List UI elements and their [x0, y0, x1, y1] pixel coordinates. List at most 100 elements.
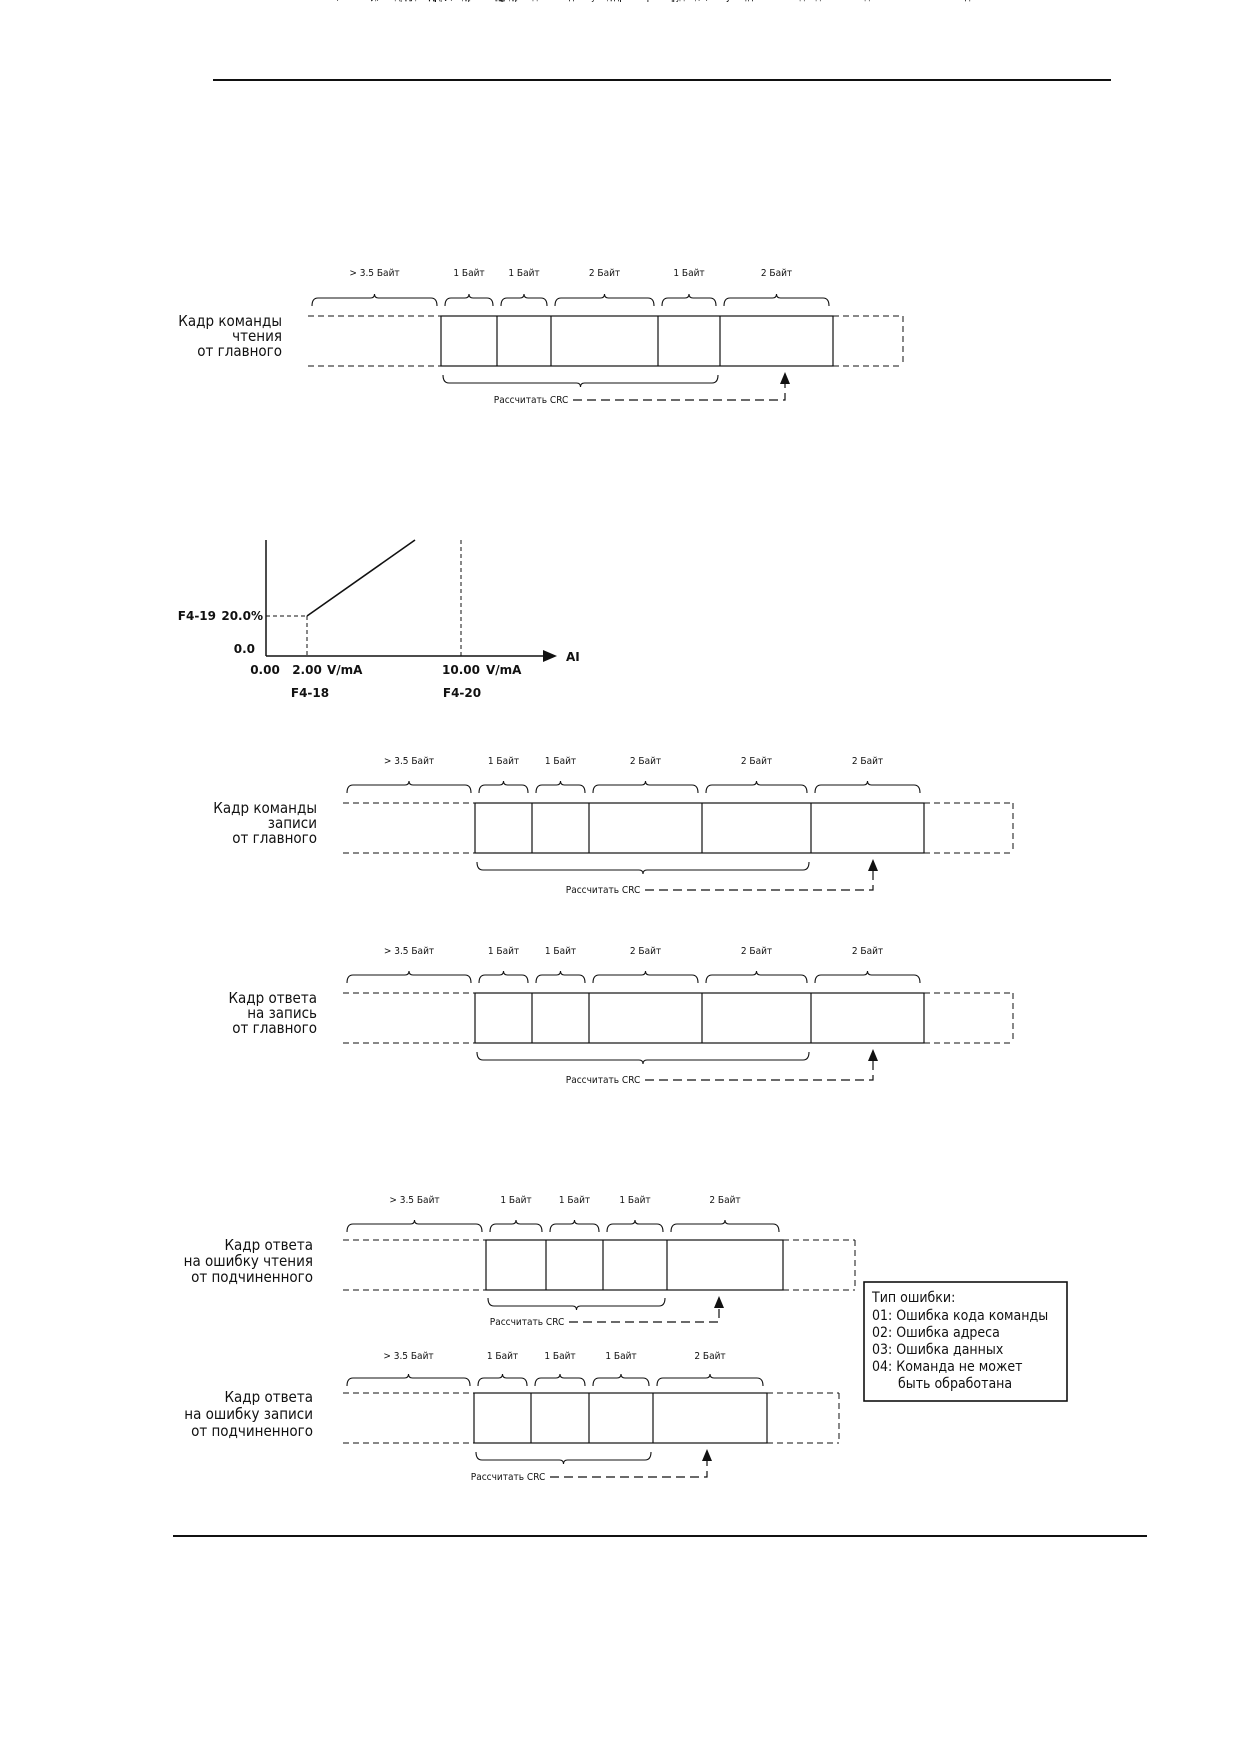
byte-count-label: 1 Байт — [673, 268, 704, 279]
10: подчи- — [489, 0, 518, 3]
frame-label-line: записи — [268, 814, 317, 832]
11: (заголовок кадра) — [370, 0, 448, 3]
byte-brace — [656, 1373, 764, 1387]
calc-crc-arrow — [569, 1304, 720, 1323]
10: 0x86 — [545, 0, 575, 3]
10: подчи- — [488, 0, 517, 3]
calc-crc-label: Рассчитать CRC — [566, 885, 640, 896]
10: Команда — [542, 0, 580, 3]
10: CRC и — [855, 0, 879, 3]
frame-label-line: на ошибку чтения — [184, 1252, 313, 1270]
10: Адрес — [491, 0, 517, 3]
frame-label-line: от подчиненного — [191, 1422, 313, 1440]
10: Адрес — [490, 0, 516, 3]
10: 0x06 — [550, 0, 570, 3]
byte-count-label: 1 Байт — [453, 268, 484, 279]
byte-brace — [592, 970, 699, 984]
10: CRC и — [855, 0, 879, 3]
10: 0x06 — [550, 0, 570, 3]
crc-range-brace — [476, 861, 810, 875]
frame-label-line: на ошибку записи — [184, 1405, 313, 1423]
error-type-item: 03: Ошибка данных — [872, 1342, 1004, 1358]
frame-label-line: Кадр ответа — [228, 989, 317, 1007]
byte-count-label: 1 Байт — [488, 946, 519, 957]
11: Ожидание — [386, 0, 431, 3]
byte-brace — [535, 780, 586, 794]
byte-brace — [606, 1219, 664, 1233]
graph-unit-2: V/mA — [486, 663, 522, 677]
byte-count-label: 2 Байт — [761, 268, 792, 279]
byte-count-label: 1 Байт — [487, 1351, 518, 1362]
10: ненного — [498, 0, 533, 3]
crc-range-brace — [487, 1297, 666, 1311]
frame-data-block — [474, 992, 925, 1044]
byte-count-label: 1 Байт — [544, 1351, 575, 1362]
graph-y-param: F4-19 — [178, 609, 216, 623]
10: CRC и — [698, 0, 722, 3]
byte-count-label: 2 Байт — [852, 946, 883, 957]
byte-count-label: 1 Байт — [488, 756, 519, 767]
byte-brace — [670, 1219, 780, 1233]
11: Ожидание — [845, 0, 890, 3]
11: Ожидание — [946, 0, 991, 3]
10: Адрес — [456, 0, 482, 3]
error-type-box — [863, 1281, 1068, 1402]
graph-y-value: 20.0% — [221, 609, 263, 623]
crc-range-brace — [476, 1051, 810, 1065]
graph-y-zero: 0.0 — [234, 642, 255, 656]
10: Тип — [626, 0, 643, 3]
byte-brace — [346, 1373, 471, 1387]
10: код H---L — [738, 0, 776, 3]
error-type-item: быть обработана — [898, 1376, 1012, 1392]
calc-crc-arrow — [645, 1057, 874, 1081]
byte-count-label: 1 Байт — [619, 1195, 650, 1206]
11: Ожидание — [386, 0, 431, 3]
byte-count-label: 2 Байт — [709, 1195, 740, 1206]
byte-count-label: 2 Байт — [741, 946, 772, 957]
10: Адрес параметра — [608, 0, 683, 3]
calc-crc-arrowhead — [868, 859, 878, 871]
10: Кол-во — [675, 0, 704, 3]
frame-data-block — [473, 1392, 768, 1444]
frame-label-line: Кадр ответа — [224, 1236, 313, 1254]
byte-count-label: > 3.5 Байт — [389, 1195, 439, 1206]
10: Адрес параметра — [608, 0, 683, 3]
frame-data-block — [440, 315, 834, 367]
10: Адрес — [503, 0, 529, 3]
bottom-rule — [173, 1535, 1147, 1537]
byte-brace — [500, 293, 548, 307]
byte-count-label: > 3.5 Байт — [384, 756, 434, 767]
10: Команда — [542, 0, 580, 3]
byte-brace — [346, 1219, 483, 1233]
10: Функциональный — [719, 0, 794, 3]
byte-count-label: > 3.5 Байт — [383, 1351, 433, 1362]
11: Ожидание — [392, 0, 437, 3]
byte-brace — [346, 780, 472, 794]
byte-brace — [346, 970, 472, 984]
10: H---L — [636, 0, 656, 3]
byte-count-label: 1 Байт — [559, 1195, 590, 1206]
byte-brace — [705, 780, 808, 794]
calc-crc-arrowhead — [702, 1449, 712, 1461]
crc-range-brace — [442, 374, 719, 388]
calc-crc-arrowhead — [714, 1296, 724, 1308]
byte-brace — [444, 293, 494, 307]
10: Адрес — [491, 0, 517, 3]
10: H---L — [858, 0, 878, 3]
10: Функцио- — [584, 0, 625, 3]
10: H---L — [700, 0, 720, 3]
byte-brace — [478, 780, 529, 794]
byte-brace — [592, 780, 699, 794]
byte-count-label: 1 Байт — [500, 1195, 531, 1206]
frame-label-line: Кадр команды — [178, 312, 282, 330]
graph-x1-param: F4-18 — [291, 686, 329, 700]
11: (заголовок кадра) — [376, 0, 454, 3]
graph-x2: 10.00 — [442, 663, 480, 677]
graph-x1: 2.00 — [292, 663, 322, 677]
11: (заголовок кадра) — [336, 0, 414, 3]
byte-count-label: 2 Байт — [694, 1351, 725, 1362]
byte-count-label: 2 Байт — [630, 756, 661, 767]
error-type-item: 04: Команда не может — [872, 1359, 1022, 1375]
10: Функциональный — [719, 0, 794, 3]
